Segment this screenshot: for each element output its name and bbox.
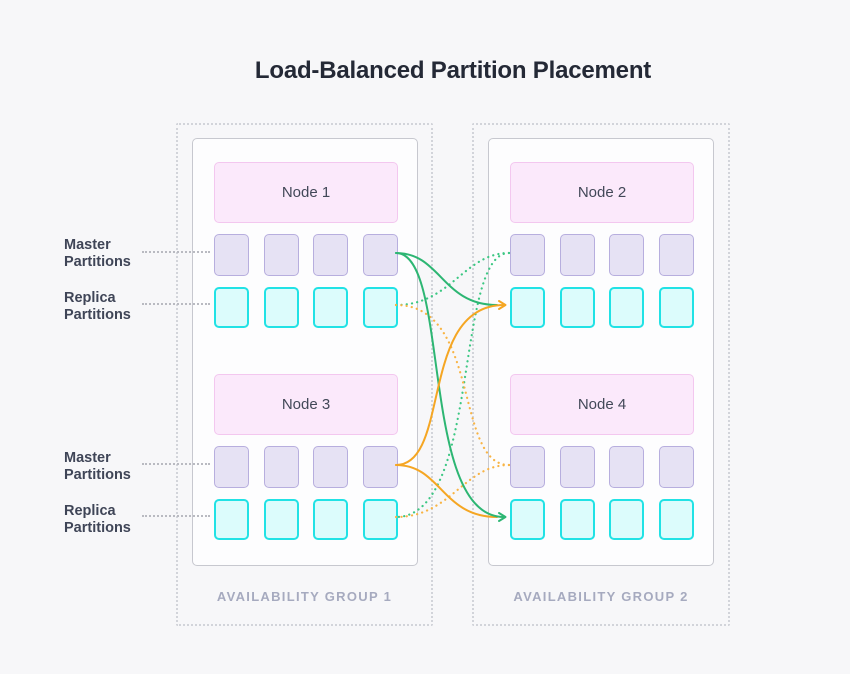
master-partition	[214, 446, 249, 488]
node-container-group-1: Node 1 Node 3	[192, 138, 418, 566]
replica-partition	[313, 287, 349, 328]
replica-partition	[510, 499, 545, 540]
replica-partition-row-node-3	[214, 499, 398, 540]
replica-partition	[559, 499, 595, 540]
replica-partition	[559, 287, 595, 328]
replica-partition-row-node-4	[510, 499, 694, 540]
node-label: Node 4	[577, 396, 627, 413]
replica-partition	[510, 287, 545, 328]
replica-partition	[609, 287, 645, 328]
node-card-node-3: Node 3	[214, 374, 398, 435]
label-line: Partitions	[64, 520, 131, 536]
node-card-node-2: Node 2	[510, 162, 694, 223]
master-partition	[510, 446, 545, 488]
replica-partitions-label-bottom: Replica Partitions	[64, 503, 156, 537]
label-line: Partitions	[64, 467, 131, 483]
replica-partition	[609, 499, 645, 540]
master-partition	[263, 446, 299, 488]
master-partition	[559, 446, 595, 488]
label-line: Partitions	[64, 307, 131, 323]
master-partition	[658, 446, 694, 488]
replica-partition-row-node-2	[510, 287, 694, 328]
label-line: Replica	[64, 290, 116, 306]
label-line: Replica	[64, 503, 116, 519]
master-partition	[362, 234, 398, 276]
master-partitions-label-top: Master Partitions	[64, 237, 156, 271]
leader-line-master-top	[142, 251, 210, 253]
master-partitions-label-bottom: Master Partitions	[64, 450, 156, 484]
availability-group-1-label: AVAILABILITY GROUP 1	[216, 589, 393, 604]
availability-group-2: Node 2 Node 4 AVAILABILITY GROUP 2	[472, 123, 730, 626]
master-partition-row-node-4	[510, 446, 694, 488]
replica-partitions-label-top: Replica Partitions	[64, 290, 156, 324]
replica-partition	[263, 287, 299, 328]
node-label: Node 3	[281, 396, 331, 413]
availability-group-1: Node 1 Node 3 AVAILABILITY GROUP 1	[176, 123, 433, 626]
master-partition	[313, 446, 349, 488]
master-partition	[609, 446, 645, 488]
node-card-node-4: Node 4	[510, 374, 694, 435]
master-partition	[559, 234, 595, 276]
master-partition	[313, 234, 349, 276]
node-label: Node 2	[577, 184, 627, 201]
master-partition-row-node-1	[214, 234, 398, 276]
replica-partition	[313, 499, 349, 540]
node-label: Node 1	[281, 184, 331, 201]
replica-partition	[362, 499, 398, 540]
node-card-node-1: Node 1	[214, 162, 398, 223]
leader-line-replica-top	[142, 303, 210, 305]
master-partition	[263, 234, 299, 276]
master-partition	[510, 234, 545, 276]
replica-partition	[362, 287, 398, 328]
label-line: Master	[64, 237, 111, 253]
label-line: Master	[64, 450, 111, 466]
master-partition	[214, 234, 249, 276]
replica-partition	[214, 287, 249, 328]
page-title: Load-Balanced Partition Placement	[254, 57, 652, 84]
master-partition	[609, 234, 645, 276]
leader-line-master-bottom	[142, 463, 210, 465]
replica-partition	[658, 499, 694, 540]
master-partition-row-node-2	[510, 234, 694, 276]
master-partition	[658, 234, 694, 276]
label-line: Partitions	[64, 254, 131, 270]
availability-group-2-label: AVAILABILITY GROUP 2	[513, 589, 689, 604]
master-partition-row-node-3	[214, 446, 398, 488]
replica-partition	[214, 499, 249, 540]
replica-partition	[263, 499, 299, 540]
replica-partition-row-node-1	[214, 287, 398, 328]
master-partition	[362, 446, 398, 488]
leader-line-replica-bottom	[142, 515, 210, 517]
replica-partition	[658, 287, 694, 328]
node-container-group-2: Node 2 Node 4	[488, 138, 714, 566]
